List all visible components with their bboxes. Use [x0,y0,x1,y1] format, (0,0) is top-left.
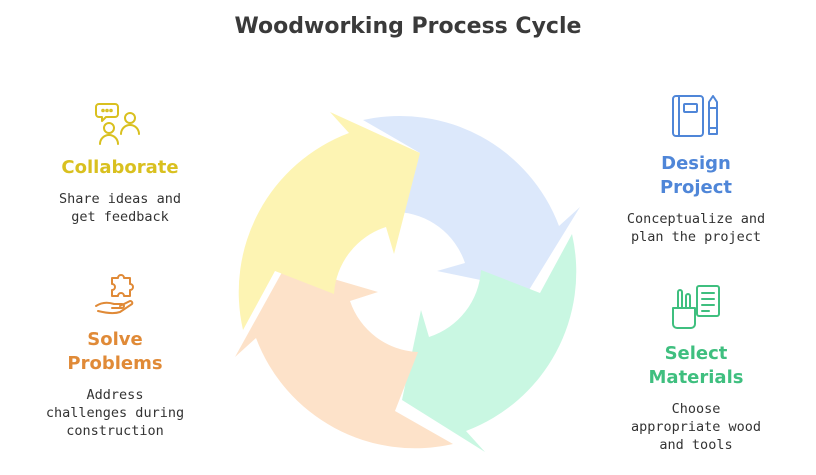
stage-design-desc: Conceptualize and plan the project [626,211,766,245]
stage-design-label: Design Project [659,153,733,198]
stage-select-desc: Choose appropriate wood and tools [630,401,762,453]
stage-collaborate-desc: Share ideas and get feedback [59,191,181,225]
stage-select-materials: Select Materials Choose appropriate wood… [616,282,776,454]
cup-checklist-icon [672,285,720,329]
cycle-arrow-collaborate [238,112,420,330]
stage-collaborate-label: Collaborate [61,157,179,178]
stage-collaborate: Collaborate Share ideas and get feedback [40,100,200,226]
cycle-arrow-design [363,115,580,290]
stage-design-project: Design Project Conceptualize and plan th… [616,92,776,246]
stage-select-label: Select Materials [648,343,744,388]
stage-solve-label: Solve Problems [67,329,163,374]
stage-solve-problems: Solve Problems Address challenges during… [30,270,200,440]
notebook-pencil-icon [672,95,718,137]
hand-puzzle-icon [95,274,134,315]
stage-solve-desc: Address challenges during construction [45,387,185,439]
diagram-title: Woodworking Process Cycle [234,14,582,39]
cycle-arrow-select [402,234,577,452]
cycle-arrow-solve [235,265,453,449]
people-chat-icon [95,103,140,145]
